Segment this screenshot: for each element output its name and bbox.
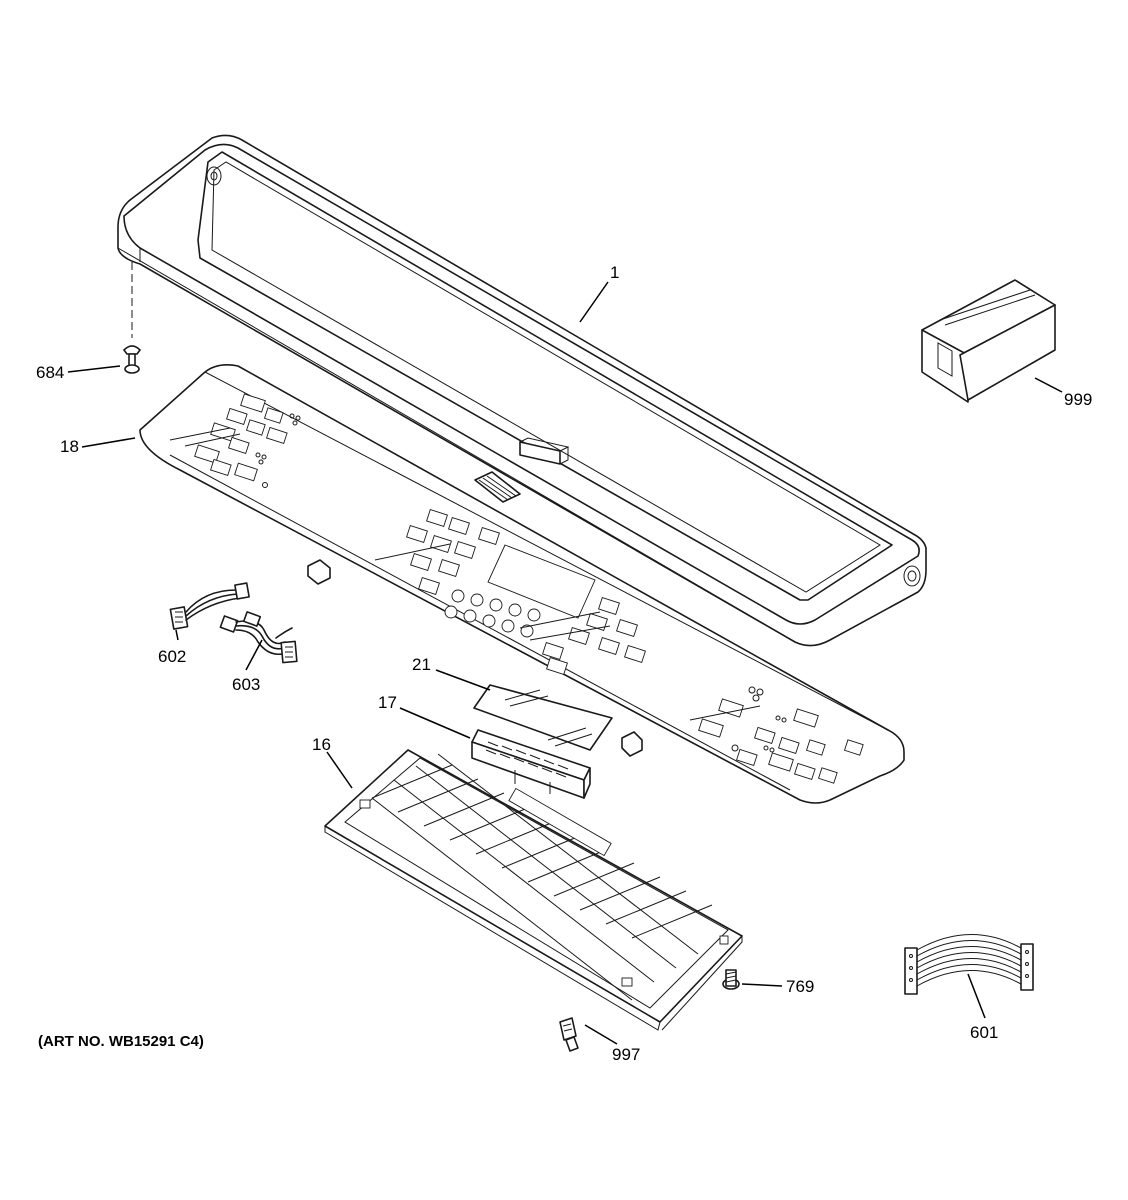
part-603-wire-harness[interactable]	[219, 611, 298, 664]
callout-21[interactable]: 21	[412, 655, 431, 674]
part-769-screw[interactable]	[722, 969, 740, 990]
callout-labels: 1 684 999 18 602 603 21 17 16 769 601 99…	[36, 263, 1092, 1064]
part-602-wire-harness[interactable]	[169, 582, 250, 630]
left-keypad	[169, 393, 301, 488]
art-number-label: (ART NO. WB15291 C4)	[38, 1033, 204, 1050]
callout-997[interactable]: 997	[612, 1045, 640, 1064]
callout-769[interactable]: 769	[786, 977, 814, 996]
board-grid	[359, 753, 729, 1001]
ribbon-connector	[474, 471, 521, 503]
center-keypad	[374, 508, 646, 676]
callout-1[interactable]: 1	[610, 263, 619, 282]
right-keypad	[689, 686, 864, 784]
callout-leaders	[67, 281, 1063, 1045]
callout-17[interactable]: 17	[378, 693, 397, 712]
part-997-connector[interactable]	[559, 1017, 579, 1052]
part-16-circuit-board[interactable]	[324, 749, 743, 1031]
part-999-box[interactable]	[921, 279, 1056, 403]
part-17-connector-block[interactable]	[471, 729, 591, 799]
callout-999[interactable]: 999	[1064, 390, 1092, 409]
part-684-screw[interactable]	[123, 345, 141, 374]
callout-684[interactable]: 684	[36, 363, 64, 382]
callout-603[interactable]: 603	[232, 675, 260, 694]
callout-601[interactable]: 601	[970, 1023, 998, 1042]
part-18-overlay-panel[interactable]	[139, 364, 905, 804]
part-1-control-panel-frame[interactable]	[117, 134, 927, 647]
callout-602[interactable]: 602	[158, 647, 186, 666]
callout-16[interactable]: 16	[312, 735, 331, 754]
callout-18[interactable]: 18	[60, 437, 79, 456]
part-601-ribbon-cable[interactable]	[904, 934, 1034, 995]
part-21-window[interactable]	[473, 684, 613, 751]
